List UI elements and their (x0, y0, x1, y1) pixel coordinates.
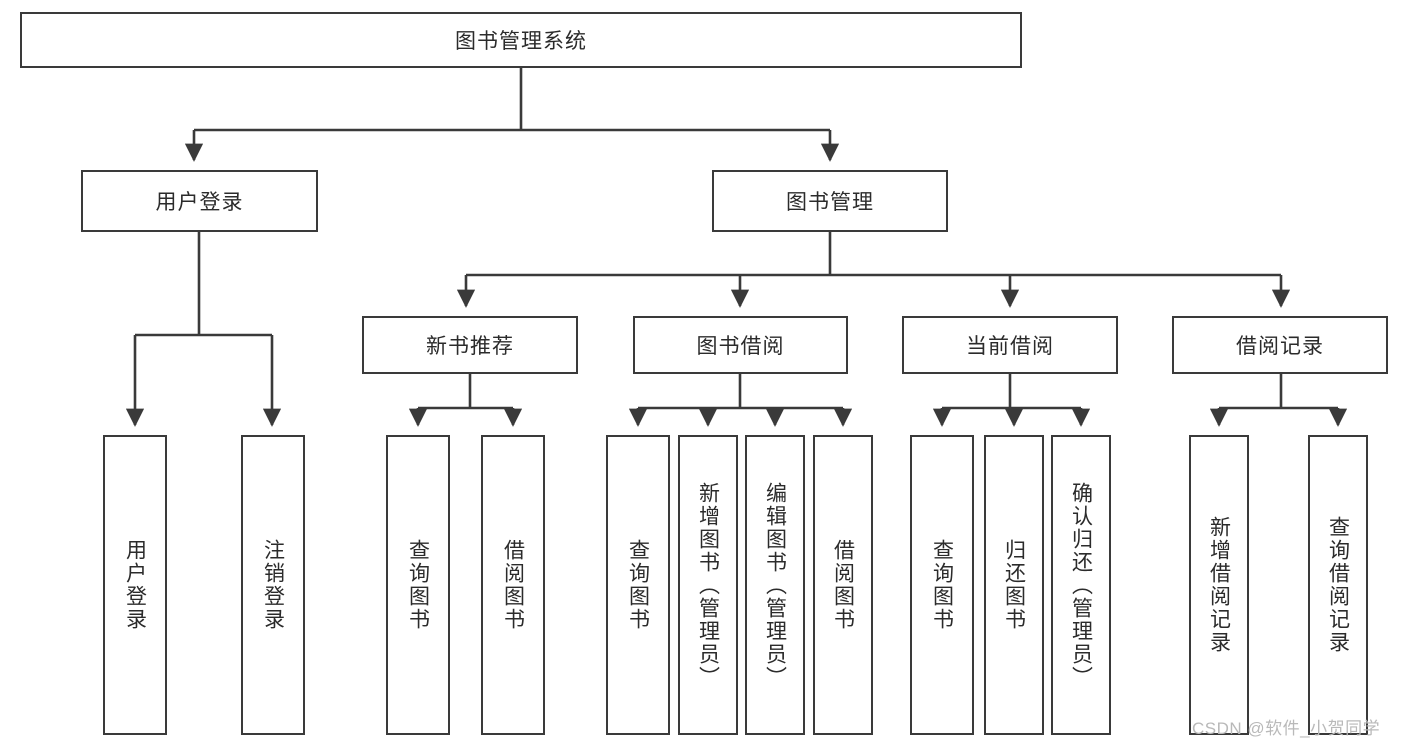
node-book-borrow[interactable]: 图书借阅 (633, 316, 848, 374)
node-borrow-record[interactable]: 借阅记录 (1172, 316, 1388, 374)
node-leaf-query-record[interactable]: 查询借阅记录 (1308, 435, 1368, 735)
node-leaf-borrow-book-1-label: 借阅图书 (501, 539, 525, 631)
node-current-borrow-label: 当前借阅 (966, 335, 1054, 358)
node-user-login[interactable]: 用户登录 (81, 170, 318, 232)
node-leaf-query-book-2[interactable]: 查询图书 (606, 435, 670, 735)
node-leaf-query-book-1-label: 查询图书 (406, 539, 430, 631)
node-root[interactable]: 图书管理系统 (20, 12, 1022, 68)
node-root-label: 图书管理系统 (455, 30, 587, 53)
node-leaf-return-book[interactable]: 归还图书 (984, 435, 1044, 735)
node-leaf-edit-book[interactable]: 编辑图书（管理员） (745, 435, 805, 735)
node-leaf-query-book-2-label: 查询图书 (626, 539, 650, 631)
node-user-login-label: 用户登录 (155, 191, 244, 214)
node-leaf-add-book[interactable]: 新增图书（管理员） (678, 435, 738, 735)
node-leaf-user-login-label: 用户登录 (123, 539, 147, 631)
node-leaf-user-logout[interactable]: 注销登录 (241, 435, 305, 735)
node-leaf-add-record-label: 新增借阅记录 (1207, 516, 1231, 654)
watermark: CSDN @软件_小贺同学 (1192, 719, 1381, 738)
node-borrow-record-label: 借阅记录 (1236, 335, 1324, 358)
node-leaf-add-book-label: 新增图书（管理员） (696, 481, 720, 689)
node-current-borrow[interactable]: 当前借阅 (902, 316, 1118, 374)
node-leaf-query-record-label: 查询借阅记录 (1326, 516, 1350, 654)
node-leaf-confirm-return[interactable]: 确认归还（管理员） (1051, 435, 1111, 735)
node-leaf-borrow-book-1[interactable]: 借阅图书 (481, 435, 545, 735)
node-leaf-query-book-3-label: 查询图书 (930, 539, 954, 631)
node-leaf-query-book-1[interactable]: 查询图书 (386, 435, 450, 735)
node-new-book-rec[interactable]: 新书推荐 (362, 316, 578, 374)
node-leaf-return-book-label: 归还图书 (1002, 539, 1026, 631)
node-book-borrow-label: 图书借阅 (696, 335, 785, 358)
node-book-manage[interactable]: 图书管理 (712, 170, 948, 232)
node-book-manage-label: 图书管理 (786, 191, 874, 214)
node-leaf-edit-book-label: 编辑图书（管理员） (763, 481, 787, 689)
node-leaf-borrow-book-2-label: 借阅图书 (831, 539, 855, 631)
node-leaf-query-book-3[interactable]: 查询图书 (910, 435, 974, 735)
node-leaf-borrow-book-2[interactable]: 借阅图书 (813, 435, 873, 735)
node-leaf-add-record[interactable]: 新增借阅记录 (1189, 435, 1249, 735)
node-leaf-user-logout-label: 注销登录 (261, 539, 285, 631)
node-leaf-confirm-return-label: 确认归还（管理员） (1069, 481, 1093, 689)
node-new-book-rec-label: 新书推荐 (426, 335, 514, 358)
node-leaf-user-login[interactable]: 用户登录 (103, 435, 167, 735)
